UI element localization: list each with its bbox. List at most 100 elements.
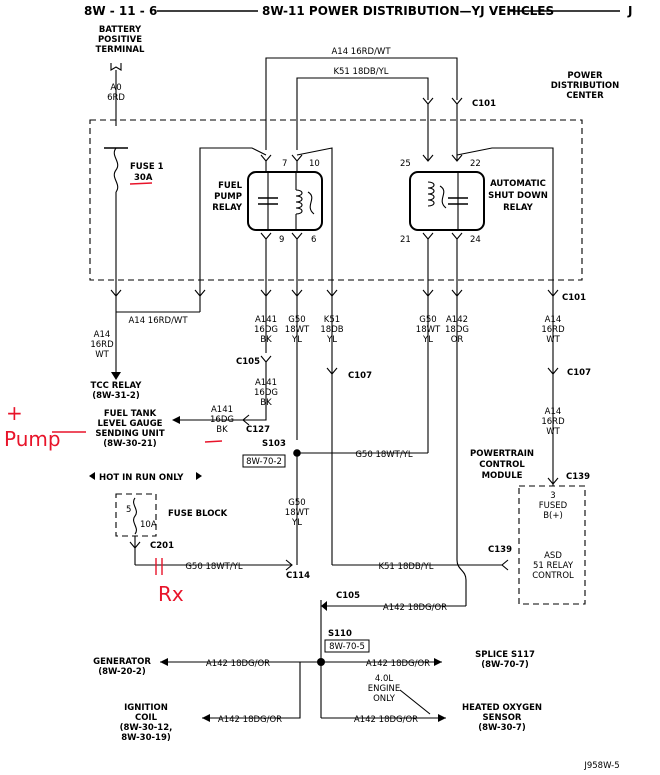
c114-pin	[285, 559, 293, 571]
engine-note-1: 4.0L	[375, 674, 394, 684]
fpr-pin-9-mark	[260, 232, 272, 240]
fuse-block-label: FUSE BLOCK	[168, 509, 228, 519]
left-wire-2: 16RD	[90, 340, 114, 350]
col-a142-2: 18DG	[445, 325, 469, 335]
c101-bottom-connector	[110, 289, 559, 297]
asd-pin-21: 21	[400, 235, 411, 245]
left-wire-3: WT	[95, 350, 109, 360]
c201-pin	[129, 541, 141, 549]
a141-low-2: 16DG	[210, 415, 234, 425]
asd-label-3: RELAY	[503, 203, 534, 213]
k51-low-label: K51 18DB/YL	[378, 562, 433, 572]
col-a141-2: 16DG	[254, 325, 278, 335]
tcc-arrow	[111, 372, 121, 380]
s103-label: S103	[262, 439, 286, 449]
col-g50b-1: G50	[419, 315, 436, 325]
fuel-pump-relay-label: FUEL PUMP RELAY	[212, 181, 243, 213]
a141-mid-2: 16DG	[254, 388, 278, 398]
pcm-fused-1: 3	[550, 491, 555, 501]
o2-arrow	[438, 714, 446, 722]
fpr-coil-icon	[295, 189, 303, 215]
c139-b-label: C139	[488, 545, 512, 555]
a142-splice-label: A142 18DG/OR	[366, 659, 430, 669]
c139-a-label: C139	[566, 472, 590, 482]
generator-label: GENERATOR	[93, 657, 151, 667]
wire-a141-to-c127	[243, 412, 267, 421]
ignition-coil-arrow	[202, 714, 210, 722]
fuel-tank-3: SENDING UNIT	[95, 429, 164, 439]
a141-red-underline	[204, 440, 223, 443]
fpr-label-1: FUEL	[218, 181, 243, 191]
splice-arrow	[434, 658, 442, 666]
a14-low-2: 16RD	[541, 417, 565, 427]
pcm-fused-3: B(+)	[543, 511, 563, 521]
a14-low-1: A14	[545, 407, 562, 417]
a141-mid-1: A141	[255, 378, 277, 388]
splice-ref: (8W-70-7)	[481, 660, 529, 670]
hot-in-run-label: HOT IN RUN ONLY	[99, 473, 184, 483]
asd-label-2: SHUT DOWN	[488, 191, 548, 201]
a141-low-3: BK	[216, 425, 228, 435]
fuel-tank-arrow	[172, 416, 180, 424]
pcm-fused-2: FUSED	[539, 501, 568, 511]
generator-ref: (8W-20-2)	[98, 667, 146, 677]
asd-pin-24: 24	[470, 235, 481, 245]
pcm-asd-3: CONTROL	[532, 571, 574, 581]
c201-label: C201	[150, 541, 174, 551]
a14-left-label: A14 16RD/WT	[128, 316, 188, 326]
page-id: 8W - 11 - 6	[84, 4, 157, 18]
asd-pin-25-mark	[422, 154, 434, 162]
wire-ignition-coil	[202, 662, 301, 719]
fpr-pin-6: 6	[311, 235, 316, 245]
o2-sensor-2: SENSOR	[483, 713, 522, 723]
a14-low-3: WT	[546, 427, 560, 437]
c101-pin-3	[260, 289, 272, 297]
col-k51-3: YL	[326, 335, 337, 345]
g50-c201-label: G50 18WT/YL	[185, 562, 243, 572]
top-wire-a14-label: A14 16RD/WT	[331, 47, 391, 57]
pump-annotation: Pump	[4, 427, 61, 451]
asd-pin-25: 25	[400, 159, 411, 169]
col-a142-3: OR	[451, 335, 464, 345]
col-a14r-1: A14	[545, 315, 562, 325]
col-g50a-2: 18WT	[285, 325, 310, 335]
col-g50a-3: YL	[291, 335, 302, 345]
g50-low-1: G50	[288, 498, 305, 508]
fpr-label-2: PUMP	[214, 192, 242, 202]
s103-ref-box	[242, 454, 286, 468]
hot-run-arrow-right	[196, 472, 202, 480]
wire-a142-jog	[456, 559, 467, 606]
fuel-tank-label: FUEL TANK LEVEL GAUGE SENDING UNIT (8W-3…	[95, 409, 164, 449]
battery-wire-id: A0	[110, 83, 121, 93]
col-a14r-3: WT	[546, 335, 560, 345]
red-annotations: + Pump Rx	[4, 401, 184, 606]
o2-sensor-1: HEATED OXYGEN	[462, 703, 542, 713]
a142-o2-label: A142 18DG/OR	[354, 715, 418, 725]
c127-label: C127	[246, 425, 270, 435]
fuel-tank-2: LEVEL GAUGE	[98, 419, 163, 429]
top-wire-k51	[296, 77, 429, 150]
pdc-label: POWER DISTRIBUTION CENTER	[551, 71, 620, 101]
fpr-diode-icon	[307, 191, 315, 215]
fuel-tank-1: FUEL TANK	[104, 409, 157, 419]
battery-wire-color: 6RD	[107, 93, 125, 103]
ign-coil-4: 8W-30-19)	[121, 733, 171, 743]
a142-c105-label: A142 18DG/OR	[383, 603, 447, 613]
col-g50b-3: YL	[422, 335, 433, 345]
asd-relay-label: AUTOMATIC SHUT DOWN RELAY	[488, 179, 548, 213]
col-g50b-2: 18WT	[416, 325, 441, 335]
g50-s103-label: G50 18WT/YL	[355, 450, 413, 460]
figure-id: J958W-5	[583, 761, 619, 771]
pdc-internal-wire-a	[199, 147, 267, 296]
s110-ref-box	[324, 639, 370, 653]
c105-b-label: C105	[336, 591, 360, 601]
battery-arrow	[110, 63, 122, 71]
pcm-label-1: POWERTRAIN	[470, 449, 534, 459]
col-a141-3: BK	[260, 335, 272, 345]
top-wire-a14	[265, 57, 458, 150]
fpr-pin-9: 9	[279, 235, 284, 245]
a141-mid-3: BK	[260, 398, 272, 408]
battery-terminal-label: BATTERY POSITIVE TERMINAL	[96, 25, 145, 55]
engine-note-pointer	[399, 689, 431, 715]
o2-sensor-3: (8W-30-7)	[478, 723, 526, 733]
